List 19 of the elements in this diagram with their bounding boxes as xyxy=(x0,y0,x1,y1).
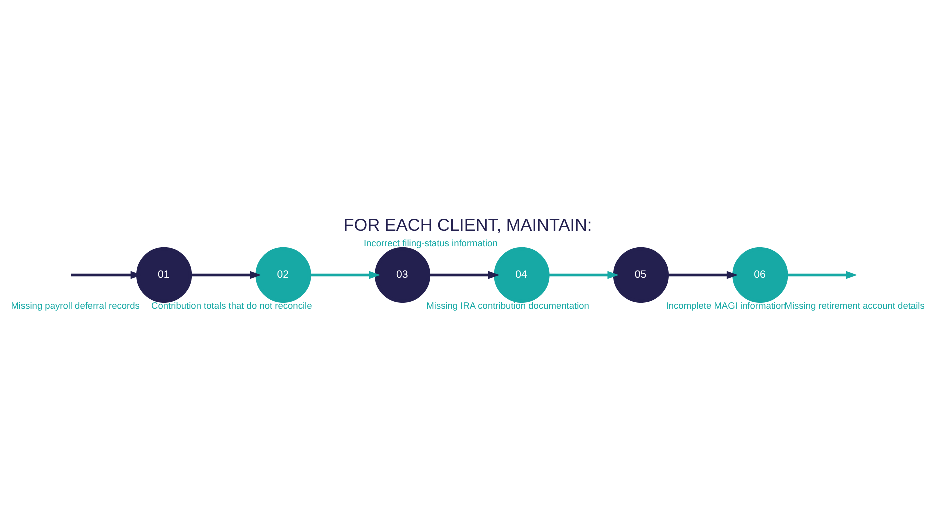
node-circle: 06 xyxy=(732,247,788,304)
diagram-title: FOR EACH CLIENT, MAINTAIN: xyxy=(344,215,592,236)
node-circle: 04 xyxy=(494,247,550,304)
arrow xyxy=(190,271,262,280)
node-label: Missing IRA contribution documentation xyxy=(426,300,590,311)
node-label: Contribution totals that do not reconcile xyxy=(152,300,312,311)
node-circle: 03 xyxy=(374,247,431,304)
node-label: Missing payroll deferral records xyxy=(11,300,140,311)
node-label: Missing retirement account details xyxy=(784,300,925,311)
arrow xyxy=(667,271,738,280)
node-circle: 01 xyxy=(136,247,192,304)
node-circle: 05 xyxy=(613,247,670,304)
node-label: Incomplete MAGI information xyxy=(666,300,786,311)
arrow xyxy=(310,271,381,280)
node-circle: 02 xyxy=(256,247,312,304)
node-label: Incorrect filing-status information xyxy=(364,238,498,249)
arrow xyxy=(548,271,620,280)
arrow xyxy=(786,271,858,280)
arrow xyxy=(429,271,500,280)
